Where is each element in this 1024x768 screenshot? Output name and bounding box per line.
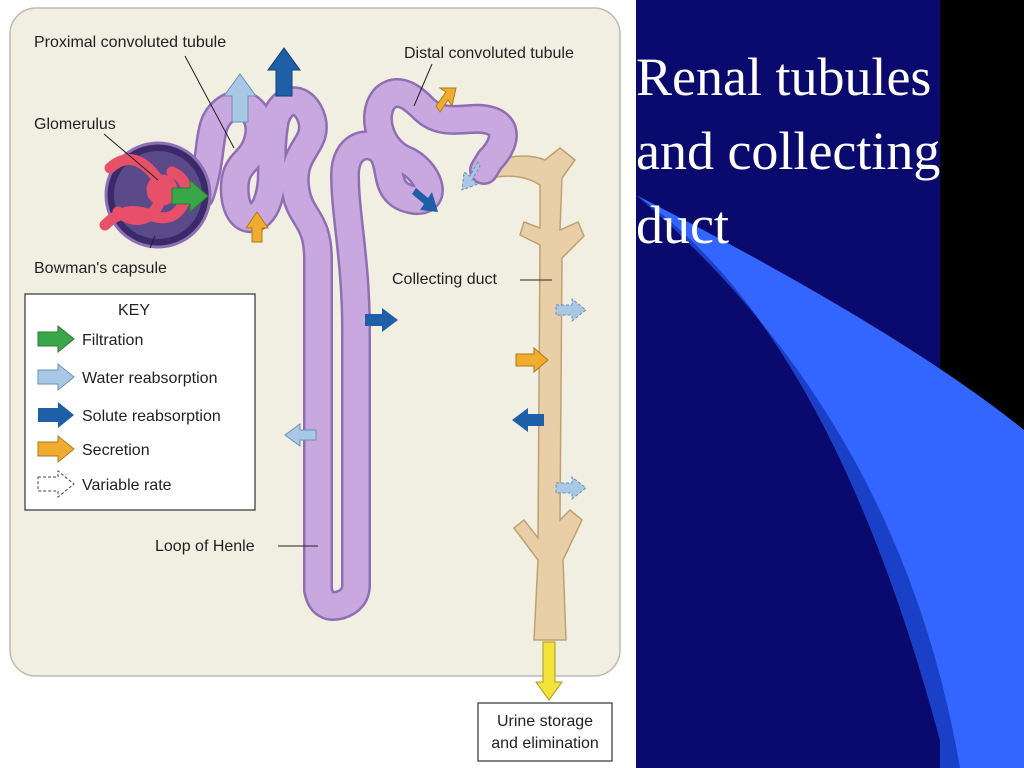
solute-reabsorption-arrow xyxy=(267,47,301,97)
collecting-duct-shape xyxy=(480,147,585,641)
label-collecting-duct: Collecting duct xyxy=(392,271,498,288)
key-water-arrow xyxy=(37,362,75,392)
key-label-secretion: Secretion xyxy=(82,442,150,459)
label-glomerulus: Glomerulus xyxy=(34,116,116,133)
key-secretion-arrow xyxy=(37,434,75,464)
key-variable-arrow xyxy=(37,469,75,499)
tubule-shape xyxy=(185,78,518,621)
variable-water-arrow xyxy=(555,475,587,501)
solute-reabsorption-arrow xyxy=(512,408,544,432)
label-loop-of-henle: Loop of Henle xyxy=(155,538,255,555)
variable-water-arrow xyxy=(461,160,481,191)
secretion-arrow xyxy=(435,87,457,113)
solute-reabsorption-arrow xyxy=(412,188,438,212)
nephron-diagram: Proximal convoluted tubule Distal convol… xyxy=(9,7,621,762)
variable-water-arrow xyxy=(555,297,587,323)
solute-reabsorption-arrow xyxy=(365,308,398,332)
water-reabsorption-arrow xyxy=(223,73,257,123)
key-label-solute-reabsorption: Solute reabsorption xyxy=(82,408,221,425)
key-legend: KEY Filtration Water reabsorption Solute… xyxy=(24,293,256,511)
secretion-arrow xyxy=(245,211,269,243)
urine-label-line2: and elimination xyxy=(491,735,599,752)
slide-title-line: Renal tubules xyxy=(636,47,932,107)
filtration-arrow xyxy=(171,178,209,214)
water-reabsorption-arrow xyxy=(284,423,317,447)
label-distal-convoluted-tubule: Distal convoluted tubule xyxy=(404,45,574,62)
urine-box: Urine storage and elimination xyxy=(477,702,613,762)
leader-lines xyxy=(103,55,552,547)
slide-title-line: duct xyxy=(636,195,729,255)
urine-label-line1: Urine storage xyxy=(497,713,593,730)
urine-flow-arrow xyxy=(535,641,563,701)
slide-title: Renal tubules and collecting duct xyxy=(636,40,1021,262)
slide-title-line: and collecting xyxy=(636,121,941,181)
key-label-filtration: Filtration xyxy=(82,332,143,349)
secretion-arrow xyxy=(515,346,549,374)
key-filtration-arrow xyxy=(37,324,75,354)
key-solute-arrow xyxy=(38,402,74,428)
label-bowmans-capsule: Bowman's capsule xyxy=(34,260,167,277)
key-label-variable-rate: Variable rate xyxy=(82,477,172,494)
key-label-water-reabsorption: Water reabsorption xyxy=(82,370,217,387)
label-proximal-convoluted-tubule: Proximal convoluted tubule xyxy=(34,34,226,51)
key-title: KEY xyxy=(118,302,150,319)
